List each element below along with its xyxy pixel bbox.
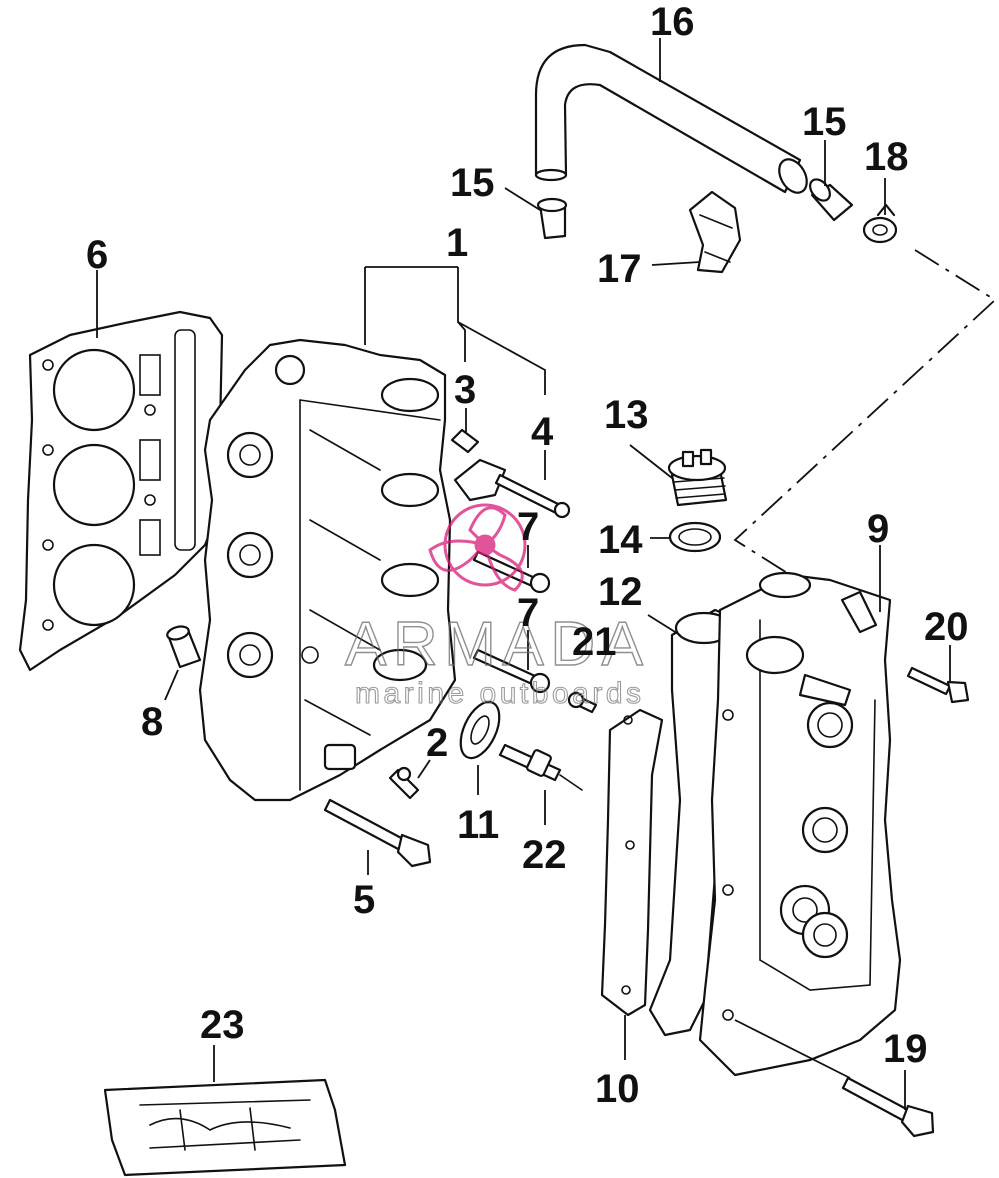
o-ring [668,521,722,553]
hose-clamp-holder [688,190,742,274]
hose-routing-line [733,249,997,601]
small-bolt [567,691,598,714]
callout-4: 4 [531,410,554,454]
hose-clip [862,203,898,244]
callout-11: 11 [457,803,499,847]
callout-19: 19 [883,1027,928,1071]
filler-plug [667,448,728,507]
anode-washer [459,700,501,760]
callout-23: 23 [200,1003,245,1047]
breather-hose [534,43,808,194]
hose-fitting-left [536,197,568,240]
bracket-bolt [453,458,571,519]
callout-5: 5 [353,878,375,922]
cover-gasket [600,708,664,1017]
long-bolt [323,798,432,868]
callout-13: 13 [604,393,649,437]
callout-7a: 7 [517,505,539,549]
armada-logo-icon [428,503,527,592]
callout-7b: 7 [517,591,539,635]
callout-12: 12 [598,570,643,614]
temperature-sensor [498,743,583,791]
stud-bolt [388,766,420,800]
leader-1 [364,266,546,395]
watermark-tagline: marine outboards [355,677,645,710]
callout-8: 8 [141,700,163,744]
head-gasket [18,310,224,672]
dowel-pin [450,428,480,454]
callout-1: 1 [446,221,468,265]
cylinder-head [198,338,457,802]
callout-21: 21 [572,620,617,664]
callout-15b: 15 [802,100,847,144]
watermark: ARMADA marine outboards [344,503,645,711]
cover-bolt-long [841,1076,935,1138]
callout-16: 16 [650,0,695,44]
cover-bolt-short [906,666,970,704]
callout-10: 10 [595,1067,640,1111]
hose-fitting-right [809,178,854,222]
callout-20: 20 [924,605,969,649]
gasket-kit-bag [103,1078,347,1177]
watermark-brand: ARMADA [345,610,645,679]
callout-9: 9 [867,507,889,551]
exhaust-cover [698,571,902,1077]
callout-15a: 15 [450,161,495,205]
callout-labels: 1 2 3 4 5 6 7 7 8 9 10 11 12 13 14 15 15… [86,0,969,1111]
callout-3: 3 [454,368,476,412]
callout-2: 2 [426,721,448,765]
callout-22: 22 [522,833,567,877]
dowel-sleeve [166,625,202,669]
callout-6: 6 [86,233,108,277]
callout-14: 14 [598,518,643,562]
callout-18: 18 [864,135,909,179]
callout-17: 17 [597,247,642,291]
